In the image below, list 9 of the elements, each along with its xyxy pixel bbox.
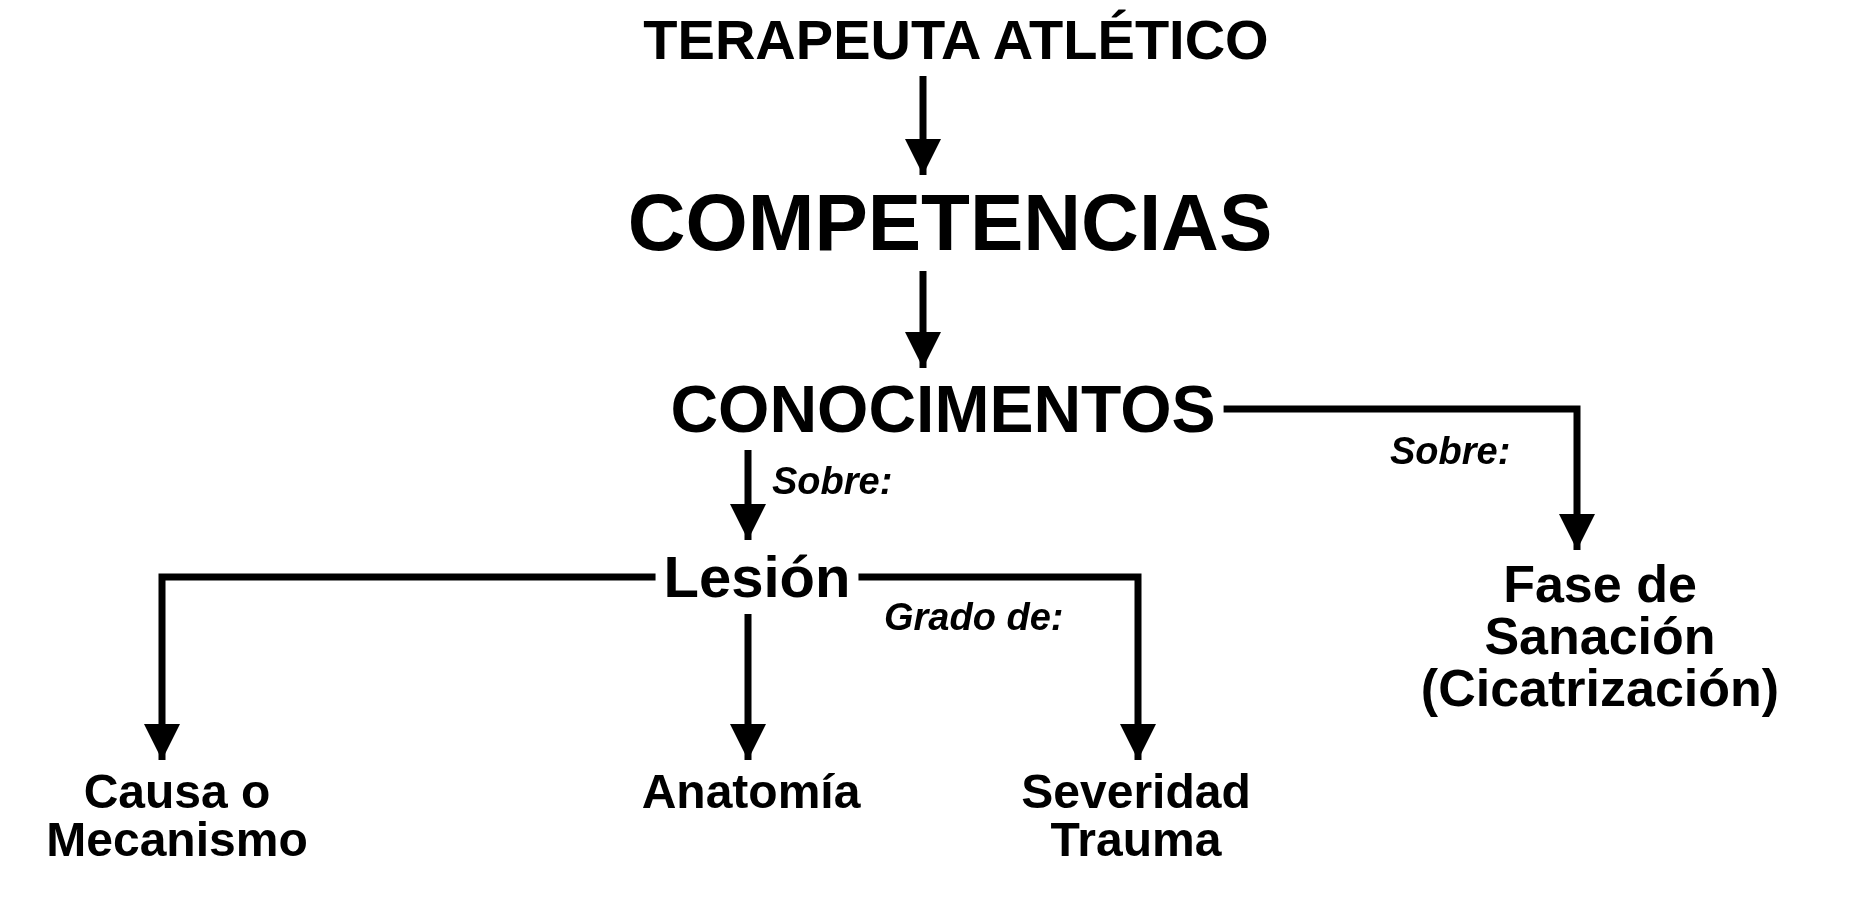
- edge-label: Sobre:: [772, 462, 893, 500]
- node-label: Anatomía: [641, 768, 861, 816]
- node-label: Severidad Trauma: [1021, 768, 1251, 864]
- node-label: COMPETENCIAS: [627, 183, 1273, 263]
- node-label: Causa o Mecanismo: [46, 768, 308, 864]
- edge-label: Grado de:: [884, 598, 1064, 636]
- node-label: Lesión: [663, 548, 851, 606]
- node-label: CONOCIMENTOS: [670, 376, 1216, 442]
- edge-label: Sobre:: [1390, 432, 1511, 470]
